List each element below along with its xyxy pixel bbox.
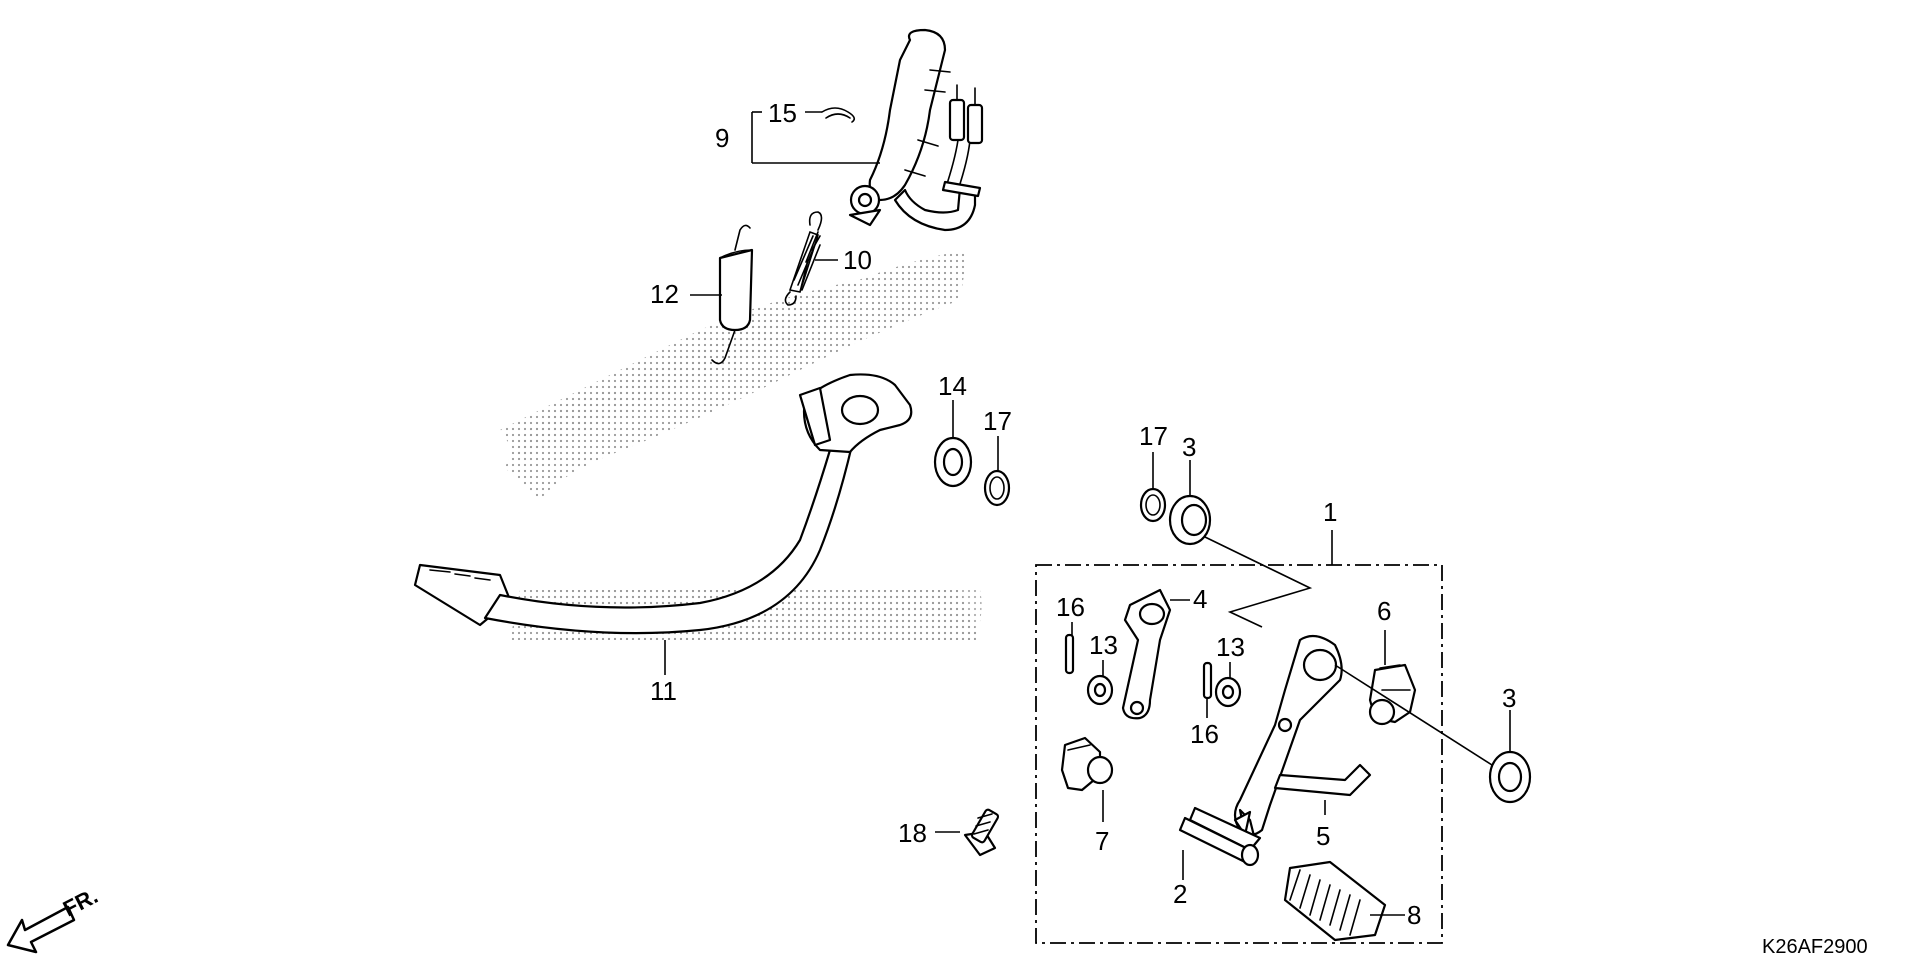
callout-3-lower: 3 (1502, 683, 1516, 713)
callout-16-right: 16 (1190, 719, 1219, 749)
shift-rod-part-5 (1273, 763, 1372, 797)
bolt-part-18 (963, 808, 1000, 857)
front-direction-indicator: FR. (6, 883, 102, 954)
pin-part-16-right (1202, 661, 1213, 700)
callout-3-upper: 3 (1182, 432, 1196, 462)
diagram-code: K26AF2900 (1762, 936, 1868, 958)
callout-15: 15 (768, 98, 797, 128)
assembly-boundary (1035, 564, 1443, 944)
callout-9: 9 (715, 123, 729, 153)
callout-7: 7 (1095, 826, 1109, 856)
washer-part-13-right (1214, 676, 1242, 708)
pin-part-16-left (1064, 633, 1075, 675)
brake-light-switch-part-9 (821, 28, 984, 232)
callout-11: 11 (650, 676, 677, 706)
link-arm-part-4 (1121, 588, 1172, 720)
callout-5: 5 (1316, 821, 1330, 851)
callout-14: 14 (938, 371, 967, 401)
bushing-part-3-lower (1488, 750, 1532, 804)
joint-part-6 (1368, 663, 1417, 726)
callout-8: 8 (1407, 900, 1421, 930)
callout-4: 4 (1193, 584, 1207, 614)
brake-pedal-part-11 (413, 373, 913, 635)
callout-1: 1 (1323, 497, 1337, 527)
callouts: 1 2 3 3 4 5 6 7 8 9 10 11 12 13 13 14 15… (650, 98, 1516, 930)
callout-17-left: 17 (1139, 421, 1168, 451)
washer-part-14 (933, 436, 973, 488)
bushing-part-3-upper (1168, 494, 1212, 546)
peg-rubber-part-8 (1283, 860, 1387, 942)
washer-part-13-left (1086, 674, 1114, 706)
callout-13-right: 13 (1216, 632, 1245, 662)
leader-lines (664, 111, 1511, 916)
callout-18: 18 (898, 818, 927, 848)
callout-16-left: 16 (1056, 592, 1085, 622)
callout-2: 2 (1173, 879, 1187, 909)
callout-10: 10 (843, 245, 872, 275)
circlip-part-17-upper (983, 469, 1011, 507)
return-spring-part-12 (711, 224, 754, 365)
shift-shaft-part-2 (1178, 816, 1260, 867)
callout-13-left: 13 (1089, 630, 1118, 660)
callout-6: 6 (1377, 596, 1391, 626)
callout-12: 12 (650, 279, 679, 309)
callout-17-right: 17 (983, 406, 1012, 436)
joint-part-7 (1060, 736, 1114, 792)
circlip-part-17-lower (1139, 487, 1167, 523)
shift-arm-part-2 (1188, 634, 1343, 852)
spring-part-10 (784, 211, 823, 306)
front-arrow-icon (6, 905, 76, 954)
